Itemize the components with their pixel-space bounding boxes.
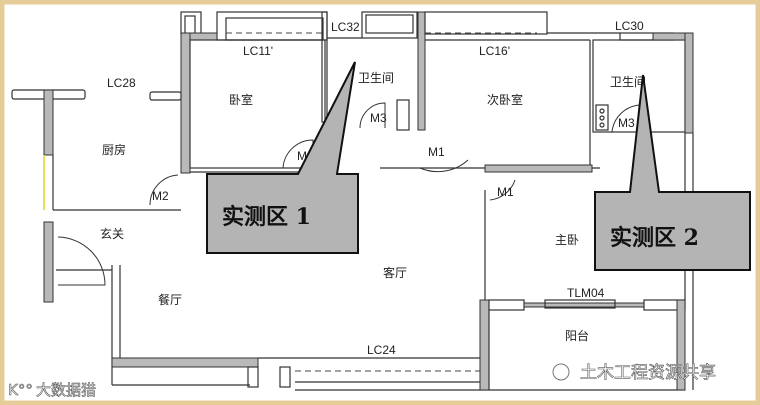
door-tlm04: TLM04	[567, 286, 605, 300]
walls	[11, 11, 694, 391]
room-balcony: 阳台	[565, 328, 589, 343]
callout-2-label: 实测区 2	[610, 225, 699, 251]
watermark-logo-icon: K°°	[8, 381, 33, 399]
room-second-bedroom: 次卧室	[487, 92, 523, 107]
doors	[57, 102, 641, 286]
room-bedroom: 卧室	[229, 92, 253, 107]
watermark-right-text: 土木工程资源共享	[580, 363, 716, 383]
watermark-right: 土木工程资源共享	[552, 363, 716, 383]
window-lc32: LC32	[331, 20, 360, 34]
watermark-left-text: 大数据猎	[36, 381, 96, 399]
door-m1-b: M1	[497, 185, 514, 199]
callout-1: 实测区 1	[206, 61, 359, 254]
window-lc11: LC11'	[243, 44, 273, 58]
door-m-bathroom-2: M3	[618, 116, 635, 130]
room-living: 客厅	[383, 265, 407, 280]
callout-1-label: 实测区 1	[222, 204, 311, 230]
door-m1-a: M1	[428, 145, 445, 159]
door-m-bedroom: M	[297, 149, 307, 163]
callout-2: 实测区 2	[594, 74, 751, 271]
room-entrance: 玄关	[100, 226, 124, 241]
room-master-bedroom: 主卧	[555, 233, 579, 247]
room-kitchen: 厨房	[102, 142, 126, 157]
door-m2: M2	[152, 189, 169, 203]
room-bathroom-2: 卫生间	[610, 75, 646, 89]
room-dining: 餐厅	[158, 292, 182, 307]
room-bathroom-1: 卫生间	[358, 71, 394, 85]
window-lc28: LC28	[107, 76, 136, 90]
watermark-left: K°° 大数据猎	[8, 381, 97, 400]
window-lc24: LC24	[367, 343, 396, 357]
window-lc30: LC30	[615, 19, 644, 33]
window-lc16: LC16'	[479, 44, 510, 58]
wechat-icon	[552, 363, 570, 381]
door-m3: M3	[370, 111, 387, 125]
